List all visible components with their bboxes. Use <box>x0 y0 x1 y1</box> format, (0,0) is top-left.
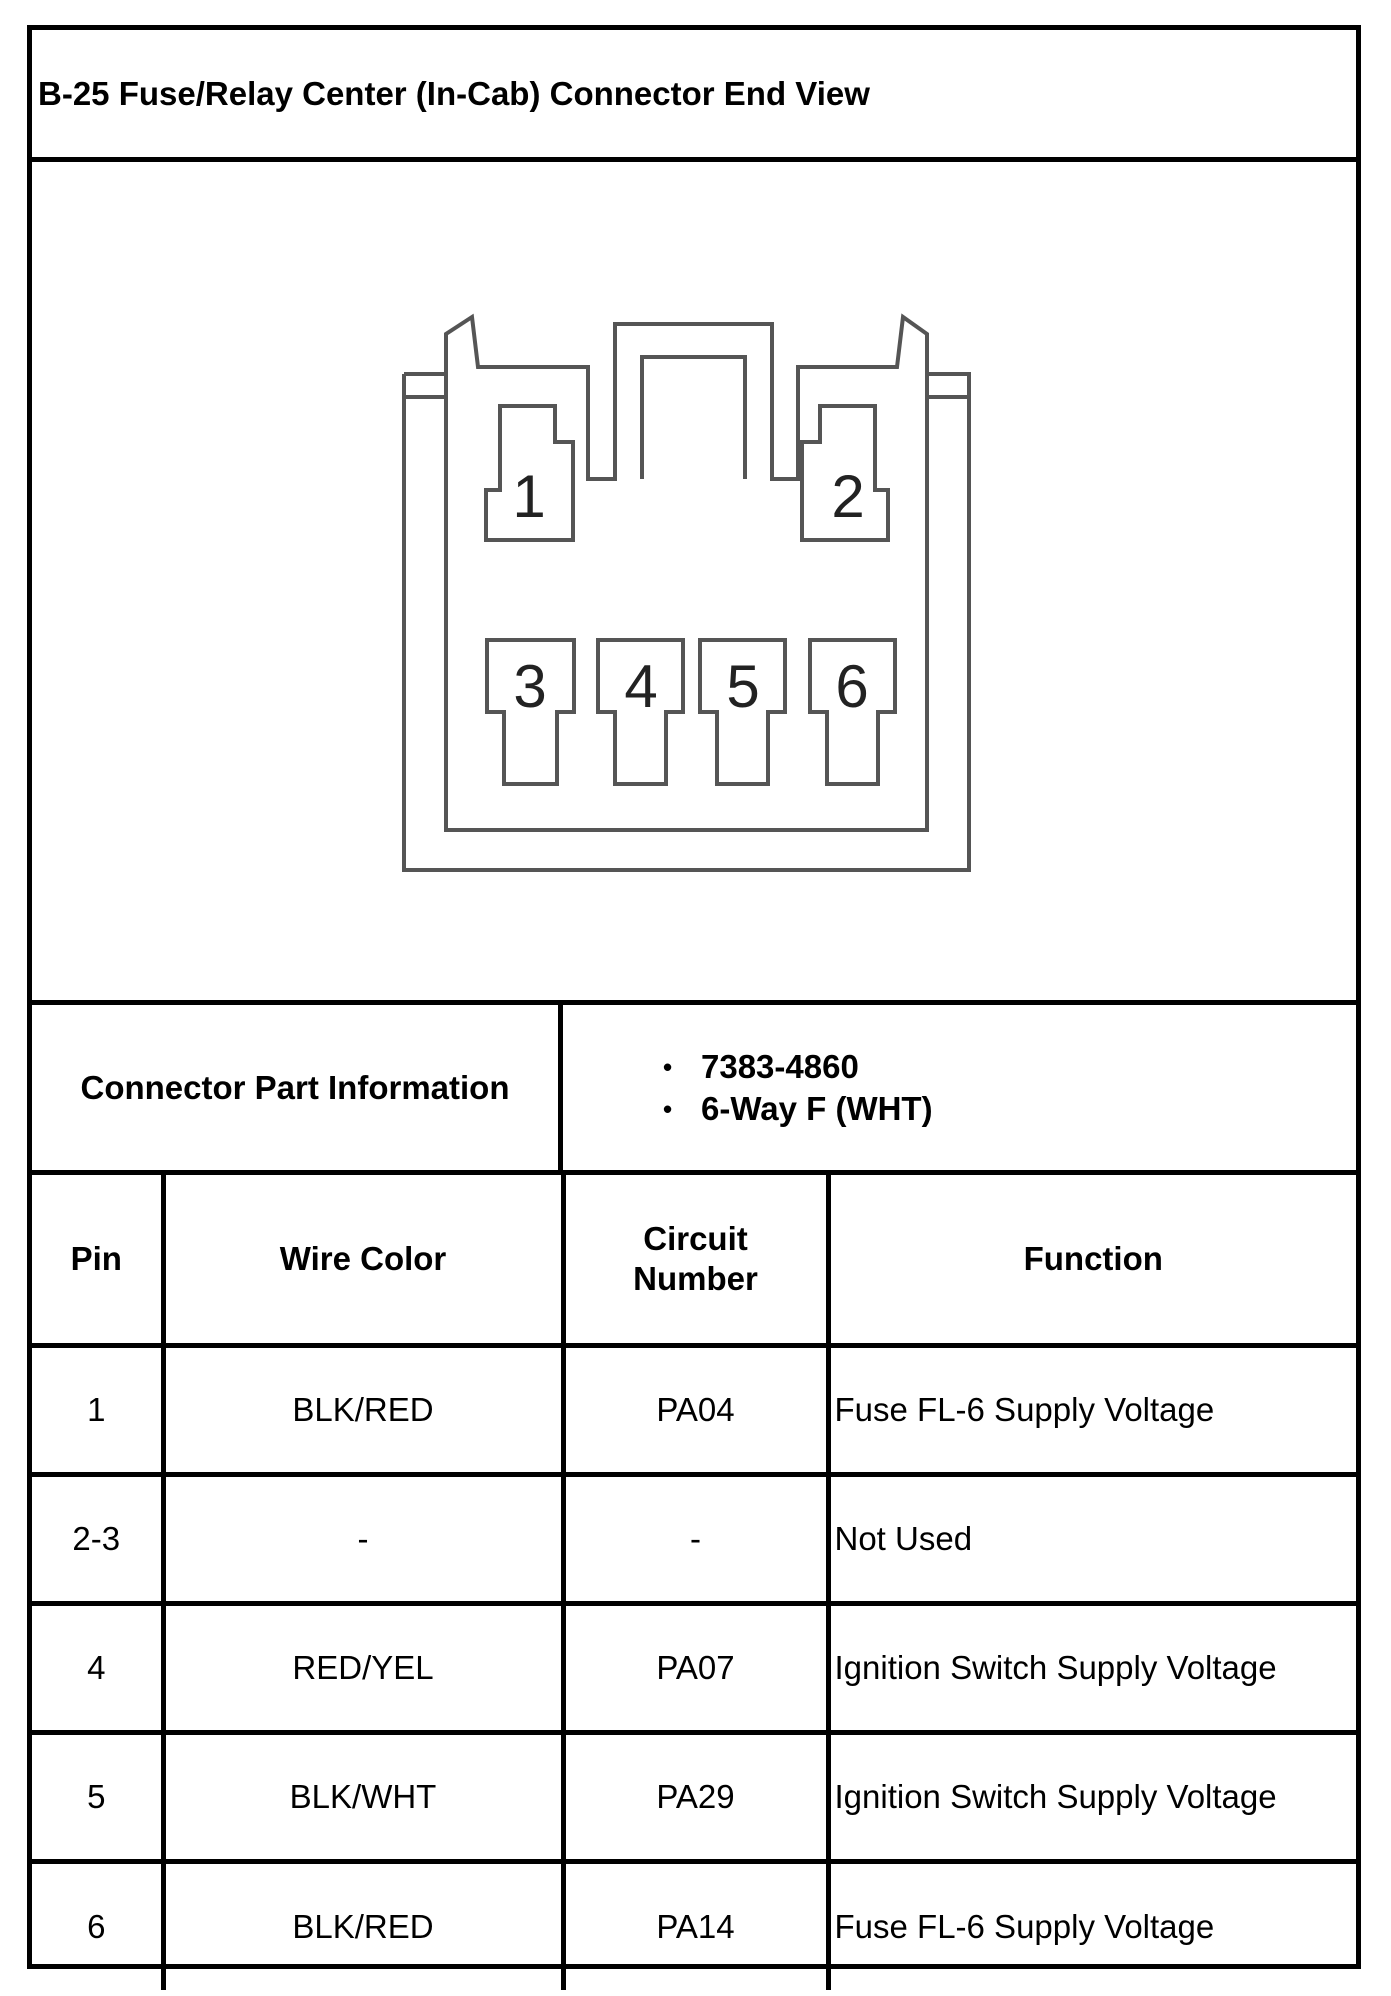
cell-wire-color: BLK/WHT <box>160 1729 566 1864</box>
part-info-item: • 6-Way F (WHT) <box>663 1088 1356 1130</box>
cell-circuit: PA29 <box>560 1729 831 1864</box>
cell-function: Fuse FL-6 Supply Voltage <box>825 1858 1356 1990</box>
cell-pin: 1 <box>32 1342 166 1477</box>
part-number: 7383-4860 <box>701 1047 859 1085</box>
pin-label-5: 5 <box>726 653 759 720</box>
cavity-5 <box>698 638 787 786</box>
cavity-2 <box>800 404 890 542</box>
pin-label-2: 2 <box>831 463 864 530</box>
part-info-list: • 7383-4860 • 6-Way F (WHT) <box>563 1005 1356 1170</box>
bullet-icon: • <box>663 1051 673 1082</box>
part-info-label: Connector Part Information <box>32 1005 563 1170</box>
pin-table: Pin Wire Color Circuit Number Function 1… <box>32 1175 1356 1990</box>
housing-outer <box>402 372 971 872</box>
cell-pin: 6 <box>32 1858 166 1990</box>
bullet-icon: • <box>663 1093 673 1124</box>
table-row: 6 BLK/RED PA14 Fuse FL-6 Supply Voltage <box>32 1858 1356 1990</box>
cell-circuit: PA14 <box>560 1858 831 1990</box>
pin-label-6: 6 <box>835 653 868 720</box>
header-circuit-number-text: Circuit Number <box>633 1219 758 1297</box>
part-description: 6-Way F (WHT) <box>701 1089 933 1127</box>
cell-pin: 5 <box>32 1729 166 1864</box>
cell-circuit: - <box>560 1471 831 1606</box>
cell-wire-color: - <box>160 1471 566 1606</box>
connector-diagram: 1 2 3 4 5 6 <box>402 313 971 872</box>
cavity-3 <box>485 638 576 786</box>
cell-function: Ignition Switch Supply Voltage <box>825 1600 1356 1735</box>
cell-circuit: PA07 <box>560 1600 831 1735</box>
pin-label-1: 1 <box>512 463 545 530</box>
cell-wire-color: BLK/RED <box>160 1858 566 1990</box>
table-row: 4 RED/YEL PA07 Ignition Switch Supply Vo… <box>32 1600 1356 1735</box>
cell-pin: 4 <box>32 1600 166 1735</box>
cavity-1 <box>484 404 575 542</box>
cell-function: Fuse FL-6 Supply Voltage <box>825 1342 1356 1477</box>
cavity-4 <box>596 638 685 786</box>
cell-pin: 2-3 <box>32 1471 166 1606</box>
header-wire-color: Wire Color <box>160 1175 566 1348</box>
cavity-6 <box>808 638 897 786</box>
cell-function: Ignition Switch Supply Voltage <box>825 1729 1356 1864</box>
page-title: B-25 Fuse/Relay Center (In-Cab) Connecto… <box>32 30 1356 162</box>
cell-wire-color: RED/YEL <box>160 1600 566 1735</box>
center-notch <box>640 355 747 479</box>
connector-sheet: B-25 Fuse/Relay Center (In-Cab) Connecto… <box>27 25 1361 1990</box>
housing-outer-right-lip <box>925 372 969 399</box>
housing-outer-left-lip <box>404 372 448 399</box>
pin-label-4: 4 <box>624 653 657 720</box>
table-row: 5 BLK/WHT PA29 Ignition Switch Supply Vo… <box>32 1729 1356 1864</box>
connector-part-information: Connector Part Information • 7383-4860 • 6… <box>32 1005 1356 1175</box>
cell-function: Not Used <box>825 1471 1356 1606</box>
connector-end-view: 1 2 3 4 5 6 <box>32 162 1356 1005</box>
part-info-item: • 7383-4860 <box>663 1046 1356 1088</box>
table-row: 2-3 - - Not Used <box>32 1471 1356 1606</box>
header-circuit-number: Circuit Number <box>560 1175 831 1348</box>
header-function: Function <box>825 1175 1356 1348</box>
cell-wire-color: BLK/RED <box>160 1342 566 1477</box>
pin-label-3: 3 <box>513 653 546 720</box>
housing-inner <box>444 313 929 832</box>
header-pin: Pin <box>32 1175 166 1348</box>
pin-table-header: Pin Wire Color Circuit Number Function <box>32 1175 1356 1348</box>
cell-circuit: PA04 <box>560 1342 831 1477</box>
table-row: 1 BLK/RED PA04 Fuse FL-6 Supply Voltage <box>32 1342 1356 1477</box>
